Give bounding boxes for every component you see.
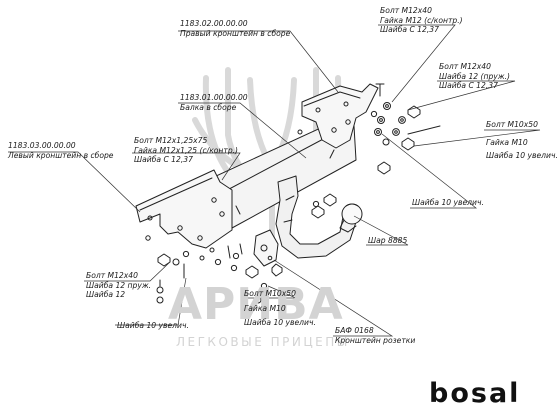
callout-line: Левый кронштейн в сборе [8,150,114,160]
callout-left-bracket: 1183.03.00.00.00 Левый кронштейн в сборе [8,141,113,160]
callout-washer-10-right: Шайба 10 увелич. [412,198,484,208]
callout-line: Шайба 10 увелич. [244,318,316,328]
callout-right-m12-spring: Болт M12x40 Шайба 12 (пруж.) Шайба С 12,… [439,62,510,91]
callout-line: Шайба 10 увелич. [117,321,189,330]
callout-beam: 1183.01.00.00.00 Балка в сборе [180,93,248,112]
callout-line: Шайба С 12,37 [380,25,439,35]
callout-line: Гайка M12 (с/контр.) [380,15,463,25]
callout-line: Шайба 10 увелич. [412,198,484,207]
callout-line: Шайба 12 пруж. [86,280,152,290]
fasteners [145,83,441,304]
callout-line: Правый кронштейн в сборе [180,28,291,38]
tow-ball [339,203,363,233]
left-bracket [135,169,233,249]
callout-spacer [486,130,558,138]
callout-line: БАФ 0168 [335,326,374,335]
callout-line: Шайба С 12,37 [134,155,193,165]
callout-line: Болт M12x1,25x75 [134,136,208,145]
callout-line: 1183.01.00.00.00 [180,93,248,102]
callout-line: Шайба 12 [86,290,126,300]
callout-line: Балка в сборе [180,102,237,112]
callout-line: Болт M12x40 [86,271,138,280]
callout-m10-right: Болт M10x50 Гайка M10 Шайба 10 увелич. [486,120,558,161]
watermark-subtitle: ЛЕГКОВЫЕ ПРИЦЕПЫ [176,335,350,349]
callout-washer-10-left: Шайба 10 увелич. [117,321,189,331]
callout-line: Гайка M10 [486,137,528,147]
bosal-logo: bosal [429,378,521,409]
callout-left-m12-spring: Болт M12x40 Шайба 12 пруж. Шайба 12 [86,271,151,300]
callout-bolt-m12x1-25: Болт M12x1,25x75 Гайка M12x1,25 (с/контр… [134,136,238,165]
callout-line: Кронштейн розетки [335,335,416,345]
callout-line: Шайба С 12,37 [439,81,498,91]
callout-line: Болт M12x40 [380,6,432,15]
callout-line: Гайка M12x1,25 (с/контр.) [134,145,239,155]
callout-line: Шайба 12 (пруж.) [439,71,510,81]
callout-line: Шар 8885 [368,236,408,245]
callout-line: 1183.03.00.00.00 [8,141,76,150]
callout-line: Гайка M10 [244,303,286,313]
callout-line: Болт M12x40 [439,62,491,71]
watermark-brand: АРИВА [168,279,344,330]
leader-lines [8,24,541,337]
callout-line: 1183.02.00.00.00 [180,19,248,28]
callout-line: Болт M10x50 [486,120,538,129]
callout-m10-bottom: Болт M10x50 Гайка M10 Шайба 10 увелич. [244,289,316,328]
right-bracket [301,83,379,149]
callout-right-bracket: 1183.02.00.00.00 Правый кронштейн в сбор… [180,19,290,38]
callout-socket-bracket: БАФ 0168 Кронштейн розетки [335,326,415,345]
callout-line: Болт M10x50 [244,289,296,298]
callout-ball: Шар 8885 [368,236,407,246]
socket-bracket [253,229,279,267]
callout-line: Шайба 10 увелич. [486,151,558,161]
callout-top-m12-nut: Болт M12x40 Гайка M12 (с/контр.) Шайба С… [380,6,463,35]
